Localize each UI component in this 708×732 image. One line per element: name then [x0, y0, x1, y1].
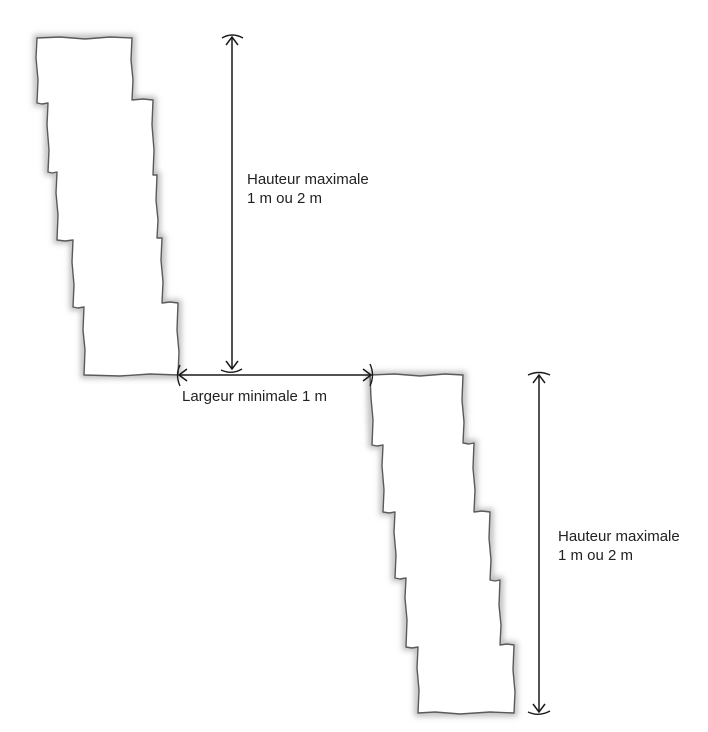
lower-height-label-line2: 1 m ou 2 m — [558, 547, 634, 564]
lower-height-top-arrow — [532, 373, 546, 384]
lower-height-bottom-arrow — [532, 703, 546, 714]
lower-height-dimension — [527, 371, 551, 715]
upper-height-label: Hauteur maximale 1 m ou 2 m — [247, 170, 369, 208]
upper-wall-outline — [35, 36, 180, 377]
bench-width-right-cap — [369, 363, 374, 387]
upper-height-label-line2: 1 m ou 2 m — [247, 190, 323, 207]
bench-width-left-cap — [176, 364, 181, 387]
upper-height-top-cap — [221, 34, 244, 39]
lower-height-top-cap — [527, 371, 551, 376]
upper-height-top-arrow — [225, 35, 239, 46]
upper-height-label-line1: Hauteur maximale — [247, 171, 369, 188]
upper-height-bottom-arrow — [225, 360, 239, 371]
upper-height-bottom-cap — [220, 368, 243, 373]
upper-height-dimension — [220, 34, 244, 373]
lower-wall-outline — [369, 373, 516, 715]
bench-width-left-arrow — [177, 368, 188, 382]
lower-height-label-line1: Hauteur maximale — [558, 528, 680, 545]
bench-width-label: Largeur minimale 1 m — [182, 388, 328, 405]
upper-wall — [33, 34, 182, 379]
lower-wall — [366, 371, 518, 717]
lower-height-bottom-cap — [527, 710, 551, 715]
bench-width-right-arrow — [362, 368, 373, 382]
bench-width-dimension — [176, 363, 374, 387]
lower-height-label: Hauteur maximale 1 m ou 2 m — [558, 527, 680, 565]
